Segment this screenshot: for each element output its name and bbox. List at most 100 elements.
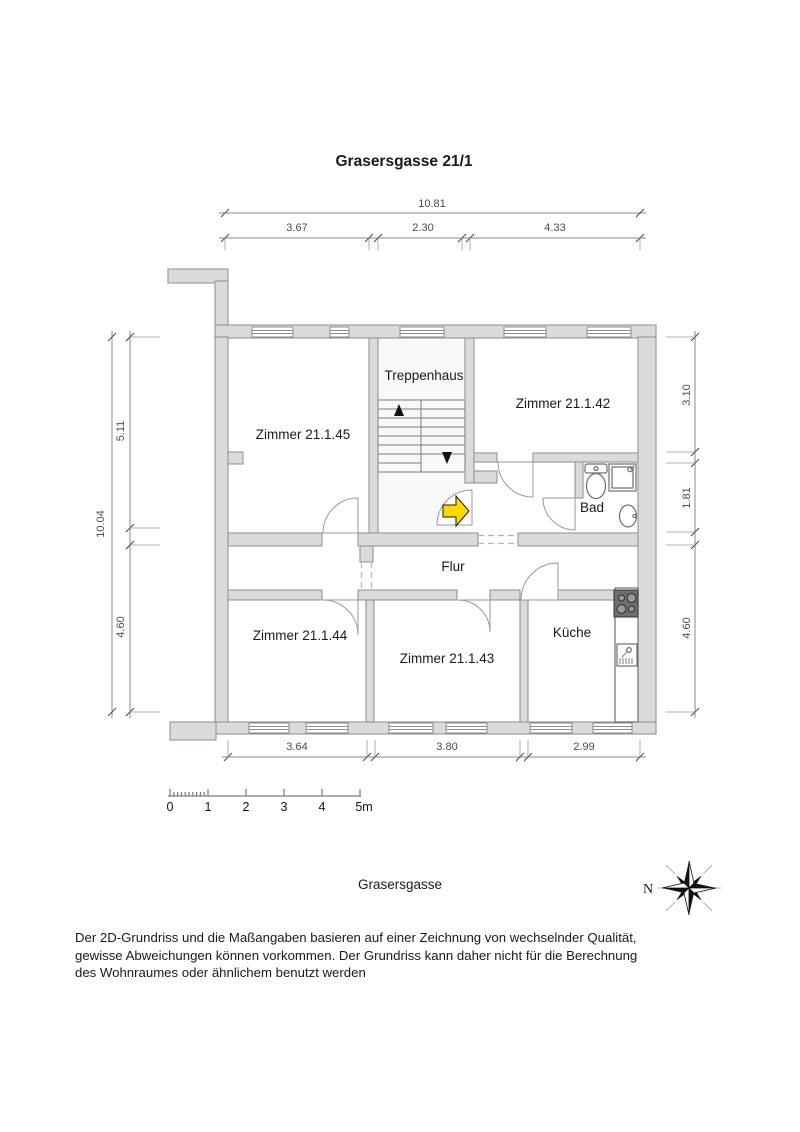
compass-point-left bbox=[661, 882, 690, 889]
room-label-bad: Bad bbox=[580, 500, 604, 515]
wall-segment bbox=[227, 532, 323, 547]
wall-segment bbox=[489, 589, 521, 601]
compass-point-right bbox=[689, 883, 716, 888]
wall-segment bbox=[169, 721, 217, 741]
wall-segment bbox=[473, 452, 498, 463]
room-label-kueche: Küche bbox=[553, 625, 591, 640]
window bbox=[329, 326, 350, 338]
door-zimmer42 bbox=[497, 461, 534, 498]
entrance-arrow-icon bbox=[442, 494, 470, 528]
street-label: Grasersgasse bbox=[358, 877, 442, 892]
burner-icon bbox=[616, 604, 627, 614]
shower-tray-icon bbox=[611, 466, 634, 489]
room-floor-flur bbox=[228, 546, 638, 590]
stove-icon bbox=[613, 589, 639, 618]
dim-top-2: 2.30 bbox=[412, 222, 433, 234]
dim-bottom-3: 2.99 bbox=[573, 741, 594, 753]
wall-segment bbox=[357, 589, 458, 601]
dim-right-1: 3.10 bbox=[681, 384, 693, 405]
wall-segment bbox=[574, 461, 584, 499]
wall-segment bbox=[519, 599, 529, 723]
window bbox=[592, 722, 633, 734]
wall-segment bbox=[365, 599, 375, 723]
dim-top-1: 3.67 bbox=[286, 222, 307, 234]
compass-rose: N bbox=[643, 860, 721, 916]
window bbox=[529, 722, 573, 734]
dim-right-3: 4.60 bbox=[681, 617, 693, 638]
wall-segment bbox=[359, 545, 374, 563]
scale-label-3: 3 bbox=[281, 800, 288, 814]
wall-segment bbox=[473, 470, 498, 484]
dim-right-2: 1.81 bbox=[681, 487, 693, 508]
dimension-right: 3.10 1.81 4.60 bbox=[666, 331, 700, 718]
wall-segment bbox=[464, 337, 475, 484]
dimension-left: 10.04 5.11 4.60 bbox=[95, 331, 160, 718]
dimension-top: 10.81 3.67 2.30 4.33 bbox=[219, 198, 646, 250]
room-label-zimmer44: Zimmer 21.1.44 bbox=[253, 628, 348, 643]
shower-arm-icon bbox=[629, 465, 635, 470]
compass-point-up bbox=[684, 861, 689, 888]
room-floor-zimmer42 bbox=[474, 338, 638, 453]
page-title: Grasersgasse 21/1 bbox=[335, 153, 472, 170]
window bbox=[248, 722, 290, 734]
scale-label-2: 2 bbox=[243, 800, 250, 814]
wall-segment bbox=[517, 532, 639, 547]
kitchen-fixtures bbox=[613, 587, 639, 723]
dim-left-total: 10.04 bbox=[95, 510, 107, 538]
room-label-zimmer43: Zimmer 21.1.43 bbox=[400, 651, 495, 666]
disclaimer-line-2: gewisse Abweichungen können vorkommen. D… bbox=[75, 948, 637, 963]
wall-segment bbox=[637, 336, 657, 735]
compass-point-left bbox=[662, 888, 689, 893]
room-label-treppenhaus: Treppenhaus bbox=[384, 368, 463, 383]
wall-segment bbox=[214, 280, 229, 328]
room-labels: Zimmer 21.1.45 Treppenhaus Zimmer 21.1.4… bbox=[253, 368, 611, 666]
dim-left-1: 5.11 bbox=[115, 421, 127, 442]
door-zimmer45 bbox=[322, 497, 359, 534]
door-bad bbox=[542, 497, 576, 531]
window bbox=[399, 326, 445, 338]
wall-segment bbox=[368, 337, 379, 534]
disclaimer-line-3: des Wohnraumes oder ähnlichem benutzt we… bbox=[75, 965, 366, 980]
window bbox=[445, 722, 488, 734]
burner-icon bbox=[626, 593, 637, 603]
room-floor-zimmer43 bbox=[374, 600, 520, 722]
scale-bar: 0 1 2 3 4 5m bbox=[167, 789, 373, 814]
dim-top-total: 10.81 bbox=[418, 198, 446, 210]
wall-segment bbox=[532, 452, 639, 463]
wall-segment bbox=[167, 268, 229, 284]
burner-icon bbox=[628, 605, 635, 613]
dim-top-3: 4.33 bbox=[544, 222, 565, 234]
dim-bottom-2: 3.80 bbox=[436, 741, 457, 753]
door-zimmer43 bbox=[457, 599, 491, 633]
stairs-up-arrow-icon bbox=[394, 404, 404, 416]
window bbox=[586, 326, 632, 338]
bathroom-fixtures bbox=[584, 463, 638, 528]
window bbox=[305, 722, 349, 734]
stairs-down-arrow-icon bbox=[442, 452, 452, 464]
scale-label-5m: 5m bbox=[355, 800, 372, 814]
doors bbox=[322, 461, 576, 636]
room-floor-zimmer44 bbox=[228, 600, 366, 722]
dimension-bottom: 3.64 3.80 2.99 bbox=[222, 740, 646, 762]
scale-label-4: 4 bbox=[319, 800, 326, 814]
scale-label-0: 0 bbox=[167, 800, 174, 814]
scale-label-1: 1 bbox=[205, 800, 212, 814]
windows bbox=[248, 326, 633, 734]
sink-tap-icon bbox=[632, 513, 637, 519]
room-label-flur: Flur bbox=[441, 559, 465, 574]
toilet-flush-icon bbox=[593, 465, 599, 472]
toilet-bowl-icon bbox=[585, 472, 607, 500]
dim-bottom-1: 3.64 bbox=[286, 741, 307, 753]
disclaimer: Der 2D-Grundriss und die Maßangaben basi… bbox=[75, 930, 637, 980]
north-label: N bbox=[643, 882, 653, 897]
burner-icon bbox=[618, 594, 625, 602]
wall-segment bbox=[227, 589, 323, 601]
window bbox=[251, 326, 294, 338]
room-label-zimmer45: Zimmer 21.1.45 bbox=[256, 427, 351, 442]
disclaimer-line-1: Der 2D-Grundriss und die Maßangaben basi… bbox=[75, 930, 637, 945]
window bbox=[388, 722, 434, 734]
wall-segment bbox=[227, 451, 244, 465]
wall-segment bbox=[357, 532, 479, 547]
